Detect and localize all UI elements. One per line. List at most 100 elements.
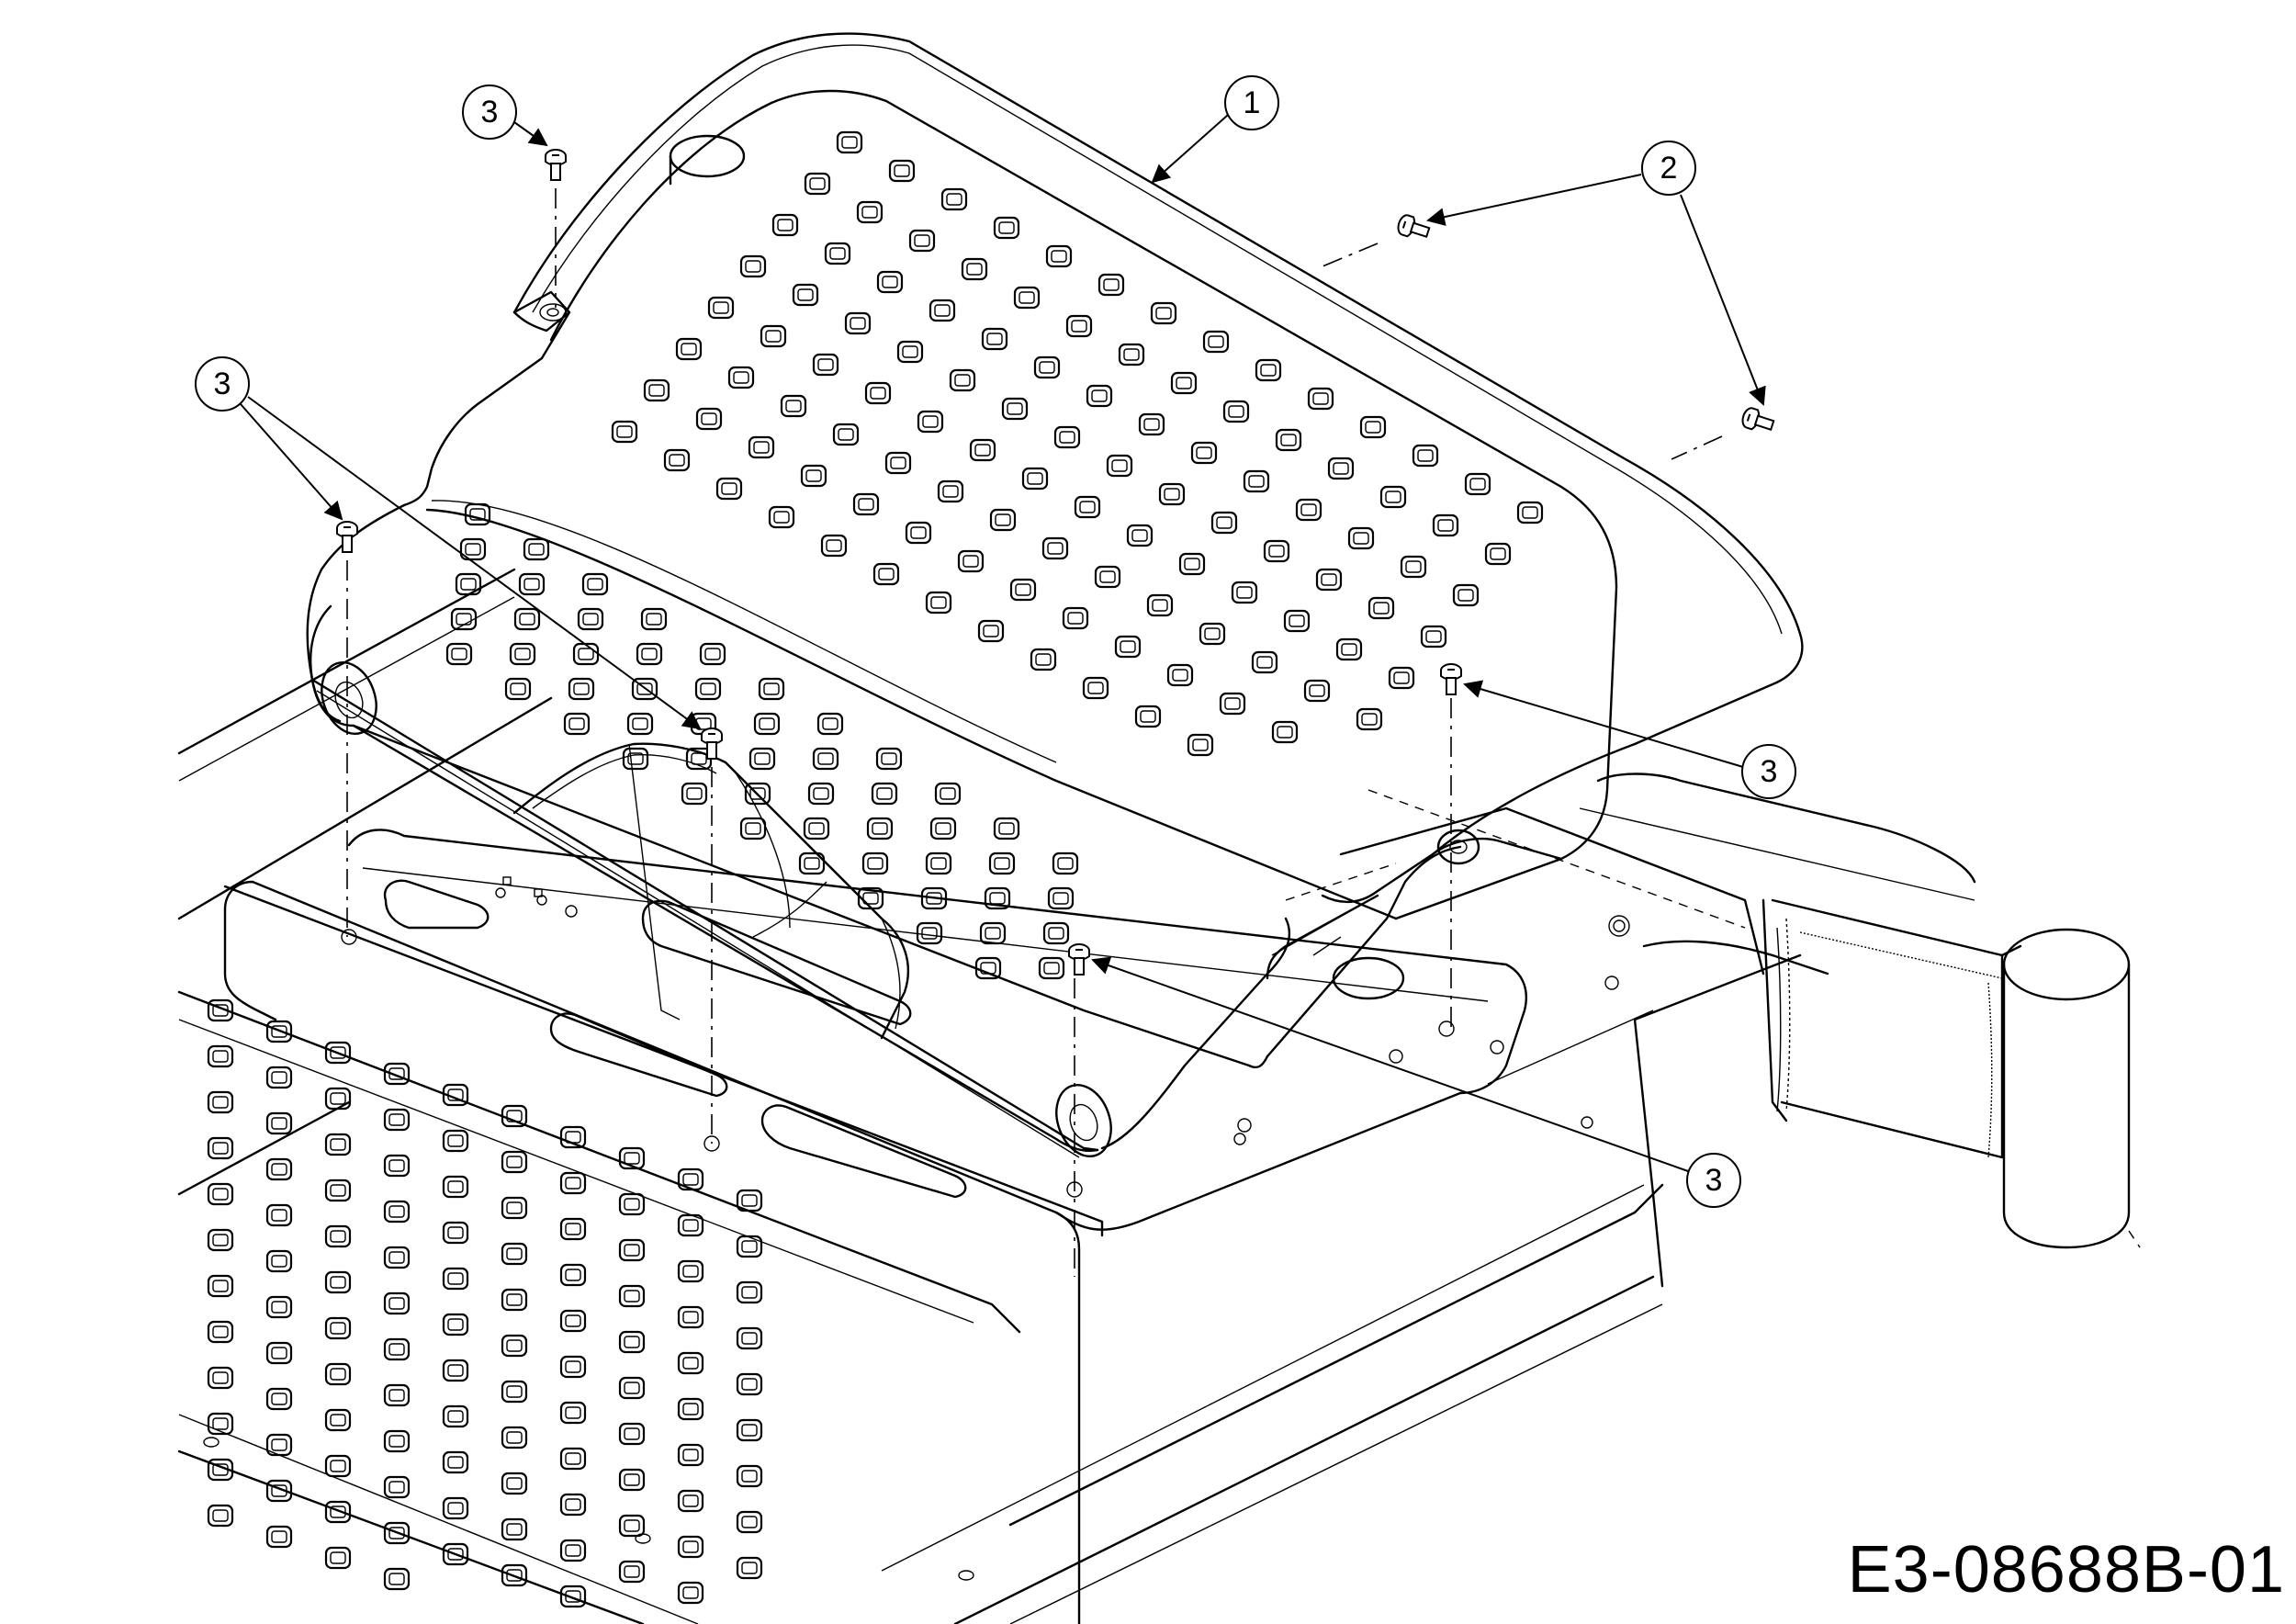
- floor-pad: [618, 1330, 646, 1354]
- seat-back-pad: [1053, 425, 1081, 449]
- seat-bottom-pad: [929, 817, 957, 840]
- seat-back-pad: [1065, 314, 1093, 338]
- seat-bottom-pad: [636, 642, 663, 666]
- floor-pad: [736, 1280, 763, 1304]
- seat-back-pad: [1307, 387, 1334, 411]
- callout-3-bottom: 3: [1091, 956, 1741, 1208]
- floor-pad: [383, 1475, 411, 1499]
- seat-back-pad: [1420, 625, 1447, 648]
- floor-pad: [559, 1447, 587, 1471]
- floor-pad: [736, 1510, 763, 1534]
- seat-back-pad: [1086, 384, 1113, 408]
- floor-pad: [207, 1044, 234, 1068]
- seat-back-pad: [872, 562, 900, 586]
- floor-pad: [501, 1196, 528, 1220]
- floor-pad: [383, 1108, 411, 1132]
- floor-pad: [207, 1366, 234, 1390]
- floor-pad: [207, 1274, 234, 1298]
- seat-back-pad: [804, 172, 831, 196]
- seat-back-pad: [1009, 578, 1037, 602]
- callout-1-label: 1: [1244, 85, 1261, 120]
- floor-pad: [265, 1203, 293, 1227]
- seat-back-pad: [937, 479, 964, 503]
- seat-bottom-pad: [681, 782, 708, 806]
- floor-pad: [383, 1200, 411, 1224]
- seat-back-pad: [1097, 273, 1125, 297]
- floor-pad: [677, 1397, 704, 1421]
- floor-pad: [265, 1341, 293, 1365]
- seat-back-pad: [977, 619, 1005, 643]
- seat-back-pad: [1359, 415, 1387, 439]
- floor-pad: [265, 1249, 293, 1273]
- seat-back-pad: [1484, 542, 1512, 566]
- seat-bottom-pad: [518, 572, 546, 596]
- floor-pad: [442, 1496, 469, 1520]
- floor-pad: [265, 1387, 293, 1411]
- seat-bottom-pad: [979, 921, 1007, 945]
- seat-back-pad: [1033, 355, 1061, 379]
- floor-pad: [736, 1372, 763, 1396]
- floor-pad: [677, 1489, 704, 1513]
- seat-back-pad: [925, 591, 952, 615]
- seat-bottom-pad: [988, 851, 1016, 875]
- seat-back-pad: [961, 257, 988, 281]
- seat-back-pad: [748, 435, 775, 459]
- seat-back-pad: [1222, 400, 1250, 423]
- seat-bottom-pad: [572, 642, 600, 666]
- seat-back-pad: [852, 492, 880, 516]
- floor-pad: [207, 1090, 234, 1114]
- callout-3-right: 3: [1463, 680, 1796, 799]
- seat-back-pad: [771, 213, 799, 237]
- seat-bottom-pad: [974, 956, 1002, 980]
- floor-pad: [618, 1376, 646, 1400]
- seat-back-pad: [727, 366, 755, 389]
- seat-back-pad: [1210, 511, 1238, 535]
- seat-bottom-pad: [807, 782, 835, 806]
- seat-back-pad: [800, 464, 827, 488]
- floor-pad: [207, 1182, 234, 1206]
- seat-bottom-pad: [1047, 886, 1075, 910]
- floor-pad: [677, 1305, 704, 1329]
- floor-pad: [736, 1418, 763, 1442]
- seat-bottom-pad: [934, 782, 962, 806]
- seat-bottom-pad: [866, 817, 894, 840]
- seat-back-pad: [675, 337, 703, 361]
- floor-pad: [736, 1235, 763, 1258]
- seat-bottom-pad: [568, 677, 595, 701]
- floor-pad: [442, 1175, 469, 1199]
- seat-back-pad: [643, 378, 670, 402]
- seat-back-pad: [856, 200, 884, 224]
- seat-back-pad: [715, 477, 743, 501]
- seat-back-pad: [1094, 565, 1121, 589]
- floor-pad: [618, 1422, 646, 1446]
- floor-pad: [383, 1383, 411, 1407]
- seat-back-pad: [864, 381, 892, 405]
- seat-back-pad: [1190, 441, 1218, 465]
- floor-pad: [324, 1316, 352, 1340]
- seat-back-pad: [820, 534, 848, 558]
- floor-pad: [324, 1270, 352, 1294]
- seat-bottom-pad: [581, 572, 609, 596]
- callout-3b-label: 3: [214, 367, 231, 401]
- seat-bottom-pad: [871, 782, 898, 806]
- seat-bottom-pad: [504, 677, 532, 701]
- floor-pad: [559, 1309, 587, 1333]
- seat-back-pad: [981, 327, 1008, 351]
- assembly-center-lines: [346, 188, 1723, 1277]
- callout-1: 1: [1151, 75, 1279, 184]
- floor-pad: [559, 1493, 587, 1517]
- seat-back-pad: [1464, 472, 1491, 496]
- floor-pad: [559, 1171, 587, 1195]
- seat-back-pad: [1166, 663, 1194, 687]
- seat-pan-part: [306, 32, 1804, 1158]
- seat-back-pad: [1412, 444, 1439, 468]
- seat-bottom-pad: [640, 607, 668, 631]
- seat-back-pad: [1255, 358, 1282, 382]
- seat-back-pad: [695, 407, 723, 431]
- seat-back-pad: [768, 505, 795, 529]
- seat-back-pad: [836, 130, 863, 154]
- floor-pad: [501, 1334, 528, 1358]
- seat-back-pad: [739, 254, 767, 278]
- floor-pad: [618, 1560, 646, 1584]
